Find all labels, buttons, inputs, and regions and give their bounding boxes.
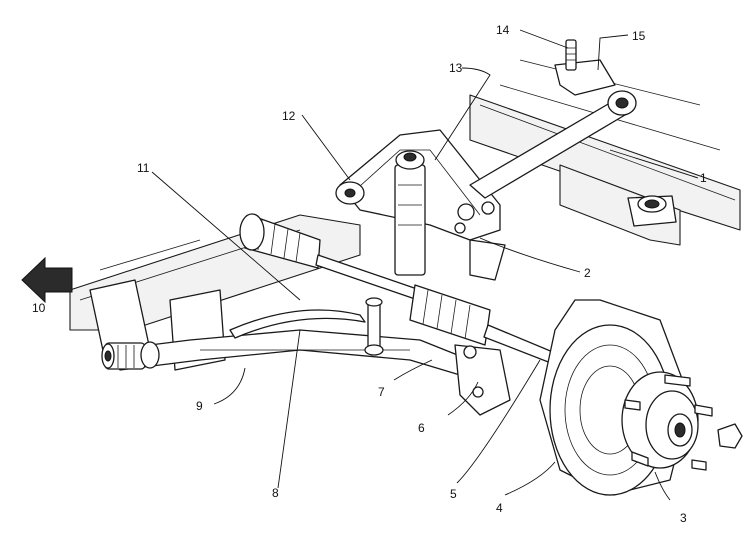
callout-labels: 1 2 3 4 5 6 7 8 9 10 11 12 13 14 15 [32, 23, 707, 525]
callout-10: 10 [32, 301, 46, 315]
callout-14: 14 [496, 23, 510, 37]
shock-mount [394, 150, 506, 281]
callout-2: 2 [584, 266, 591, 280]
callout-1: 1 [700, 171, 707, 185]
callout-7: 7 [378, 385, 385, 399]
callout-5: 5 [450, 487, 457, 501]
callout-3: 3 [680, 511, 687, 525]
drive-shaft [239, 213, 561, 366]
callout-4: 4 [496, 501, 503, 515]
callout-13: 13 [449, 61, 463, 75]
frame-rail [469, 59, 741, 246]
wheel-hub [621, 371, 743, 471]
stabilizer-link [229, 297, 384, 356]
callout-9: 9 [196, 399, 203, 413]
tension-strut [469, 39, 637, 199]
steering-knuckle [454, 344, 511, 416]
callout-15: 15 [632, 29, 646, 43]
direction-arrow-icon [21, 256, 73, 304]
callout-6: 6 [418, 421, 425, 435]
callout-8: 8 [272, 486, 279, 500]
callout-11: 11 [137, 161, 150, 175]
leader-lines [151, 29, 699, 501]
callout-12: 12 [282, 109, 296, 123]
